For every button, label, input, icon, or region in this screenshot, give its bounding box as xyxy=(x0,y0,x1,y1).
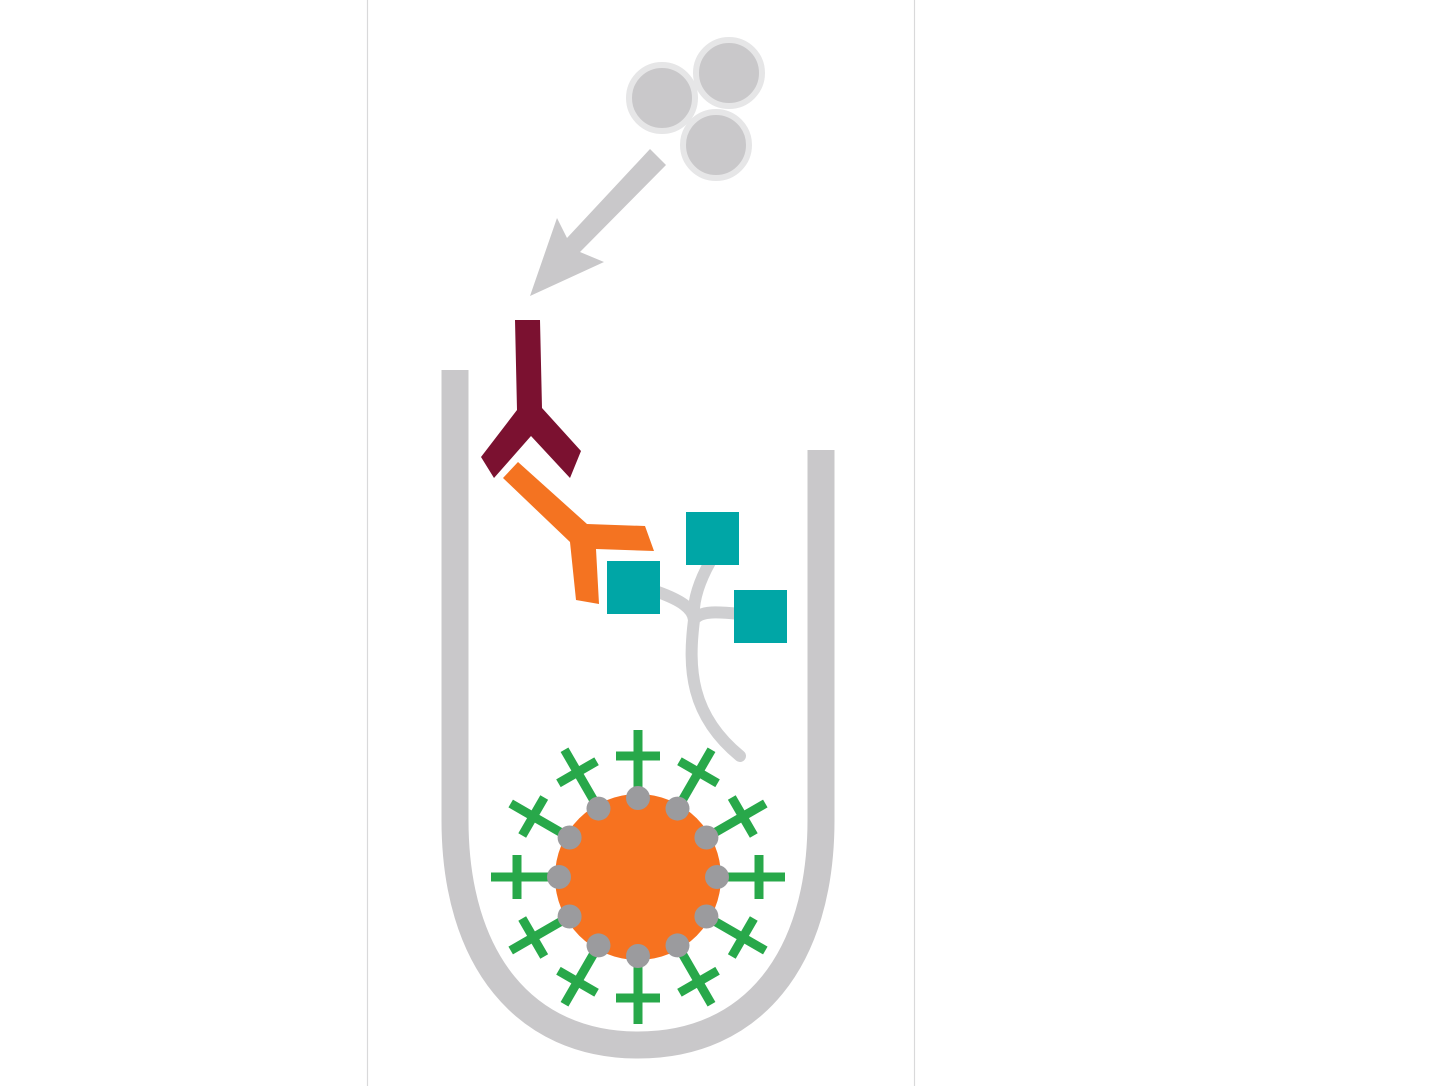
branched-antigen-icon xyxy=(607,512,787,762)
particle-ligand xyxy=(616,960,660,1024)
particle-ligand xyxy=(675,747,720,808)
particle-ligand xyxy=(707,795,768,840)
ligand-crossbar xyxy=(727,916,758,959)
ligand-crossbar xyxy=(556,757,599,788)
particle-link-dot xyxy=(586,933,611,958)
reagent-beads-icon xyxy=(626,37,765,181)
particle-ligand xyxy=(707,914,768,959)
capture-antibody-icon xyxy=(503,462,654,604)
ligand-stem xyxy=(560,747,601,808)
particle-ligand xyxy=(556,946,601,1007)
antigen-stem xyxy=(652,556,746,762)
bead xyxy=(693,37,765,109)
particle-link-dot xyxy=(665,796,690,821)
particle-link-dot xyxy=(557,904,582,929)
particle-link-dot xyxy=(694,904,719,929)
tube-icon xyxy=(441,370,835,1059)
ligand-stem xyxy=(675,747,716,808)
particle-ligand xyxy=(675,946,720,1007)
antigen-square xyxy=(607,561,660,614)
ligand-stem xyxy=(508,799,569,840)
particle-ligand xyxy=(616,730,660,794)
ligand-crossbar xyxy=(677,966,720,997)
ligand-stem xyxy=(508,914,569,955)
particle-link-dot xyxy=(665,933,690,958)
particle-core xyxy=(555,794,721,960)
particle-ligand xyxy=(491,855,555,899)
functionalized-particle-icon xyxy=(491,730,785,1024)
particle-ligand xyxy=(721,855,785,899)
ligand-crossbar xyxy=(518,795,549,838)
antigen-square xyxy=(686,512,739,565)
ligand-crossbar xyxy=(556,966,599,997)
particle-ligand xyxy=(556,747,601,808)
particle-ligand xyxy=(508,914,569,959)
arrow-down-left-icon xyxy=(530,149,666,296)
panel-frame xyxy=(366,0,916,1086)
particle-link-dot xyxy=(557,825,582,850)
ligand-stem xyxy=(675,946,716,1007)
particle-link-dot xyxy=(705,865,729,889)
ligand-crossbar xyxy=(518,916,549,959)
particle-link-dot xyxy=(626,944,650,968)
particle-link-dot xyxy=(547,865,571,889)
antibody-stem xyxy=(481,320,581,478)
bead xyxy=(680,109,752,181)
bead xyxy=(626,62,698,134)
particle-ligand xyxy=(508,795,569,840)
ligand-crossbar xyxy=(727,795,758,838)
particle-link-dot xyxy=(626,786,650,810)
particle-link-dot xyxy=(586,796,611,821)
ligand-crossbar xyxy=(677,757,720,788)
antibody-stem xyxy=(503,462,654,604)
antigen-square xyxy=(734,590,787,643)
ligand-stem xyxy=(707,914,768,955)
particle-link-dot xyxy=(694,825,719,850)
ligand-stem xyxy=(560,946,601,1007)
ligand-stem xyxy=(707,799,768,840)
detection-antibody-icon xyxy=(481,320,581,478)
arrow-shaft-and-head xyxy=(530,149,666,296)
